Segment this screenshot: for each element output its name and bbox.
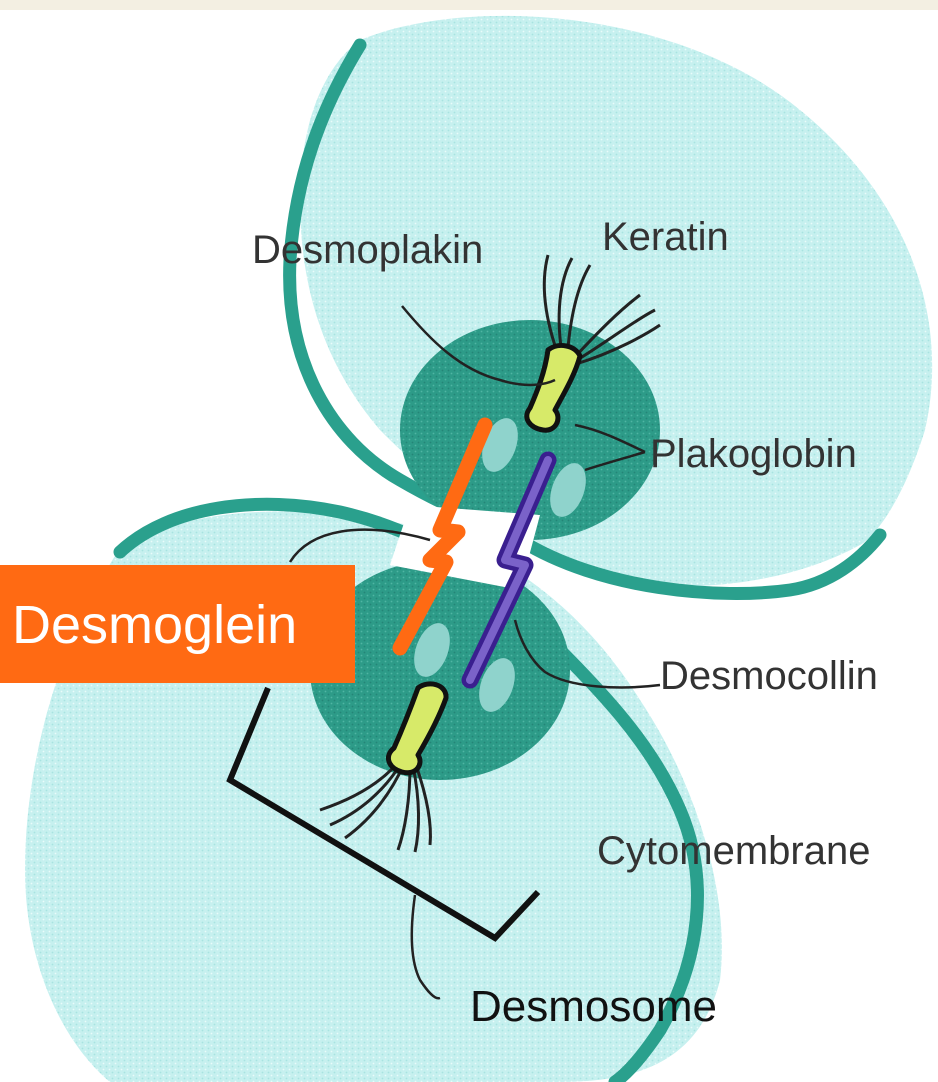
desmoplakin-label: Desmoplakin xyxy=(252,228,483,272)
desmocollin-label: Desmocollin xyxy=(660,654,878,698)
cytomembrane-label: Cytomembrane xyxy=(597,829,870,873)
plakoglobin-label: Plakoglobin xyxy=(650,432,857,476)
desmosome-label: Desmosome xyxy=(470,982,717,1031)
keratin-label: Keratin xyxy=(602,215,729,259)
top-strip xyxy=(0,0,938,10)
desmoglein-label: Desmoglein xyxy=(12,595,297,655)
